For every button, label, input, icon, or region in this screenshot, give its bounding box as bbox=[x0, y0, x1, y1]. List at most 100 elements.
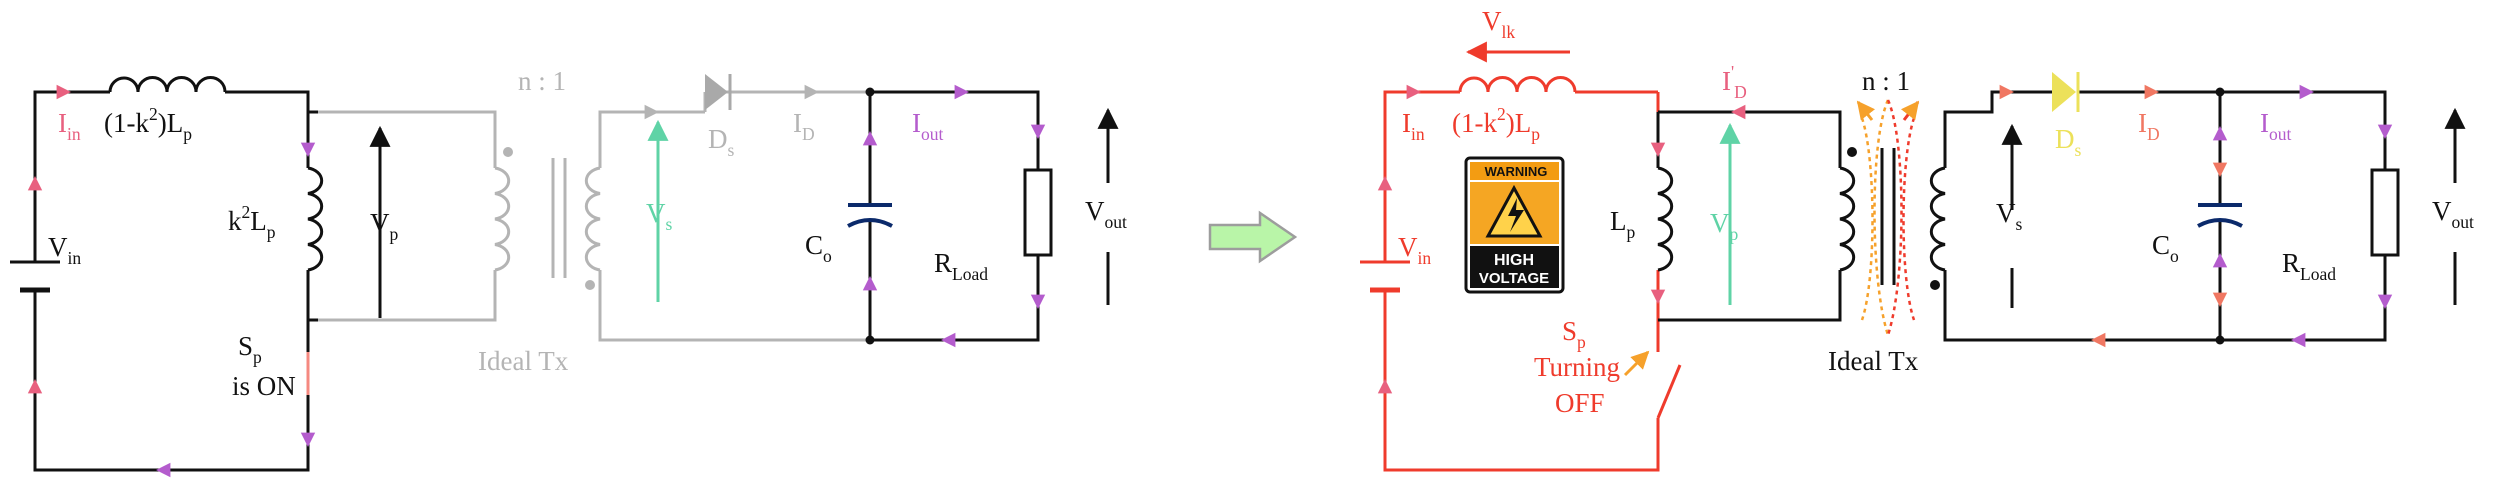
left-arrow-iout-top bbox=[954, 84, 969, 100]
left-arrow-ind-top bbox=[300, 142, 316, 157]
left-ds-label-main: D bbox=[708, 124, 728, 154]
left-co-label-main: C bbox=[805, 230, 823, 260]
left-battery bbox=[10, 260, 60, 293]
left-tx-label: Ideal Tx bbox=[478, 346, 569, 376]
left-node-bottom bbox=[865, 335, 875, 345]
left-leak-ind-label: (1-k2)Lp bbox=[104, 104, 192, 144]
right-id-label-main: I bbox=[2138, 108, 2147, 138]
right-node-bottom bbox=[2215, 335, 2225, 345]
left-capacitor bbox=[847, 203, 893, 228]
left-vout-label-sub: out bbox=[1105, 212, 1128, 232]
right-lp-label-sub: p bbox=[1627, 222, 1636, 242]
right-rload-label-sub: Load bbox=[2300, 264, 2336, 284]
left-iin-label: Iin bbox=[58, 108, 81, 144]
right-vout-label-main: V bbox=[2432, 196, 2452, 226]
left-mag-ind-label: k2Lp bbox=[228, 202, 276, 242]
right-sp-label-main: S bbox=[1562, 316, 1577, 346]
left-sp-label-main: S bbox=[238, 331, 253, 361]
right-vlk-label-main: V bbox=[1482, 6, 1502, 36]
left-tx-primary-coil bbox=[494, 166, 511, 272]
right-capacitor bbox=[2197, 203, 2243, 228]
left-load-resistor bbox=[1023, 168, 1053, 257]
right-arrow-iin-side bbox=[1377, 176, 1393, 191]
left-leak-ind-label-sub: p bbox=[183, 124, 192, 144]
left-tx-secondary-coil bbox=[584, 166, 601, 272]
left-vs-label-main: V bbox=[646, 198, 666, 228]
right-idp-label-sub: D bbox=[1734, 82, 1747, 102]
left-primary-wires bbox=[33, 90, 318, 472]
left-arrow-bat-bottom bbox=[27, 379, 43, 394]
left-rload-label-main: R bbox=[934, 248, 952, 278]
left-iin-label-main: I bbox=[58, 108, 67, 138]
right-vs-label-main: V bbox=[1996, 198, 2016, 228]
left-leak-ind-label-sup: 2 bbox=[149, 104, 158, 124]
left-vp-label: Vp bbox=[370, 208, 399, 244]
right-co-label: Co bbox=[2152, 230, 2179, 266]
right-rload-label-main: R bbox=[2282, 248, 2300, 278]
right-vout-label-sub: out bbox=[2452, 212, 2475, 232]
right-arrow-ind-top bbox=[1650, 142, 1666, 157]
left-leakage-inductor bbox=[108, 76, 227, 93]
right-id-label-sub: D bbox=[2147, 124, 2160, 144]
warning-header-text: WARNING bbox=[1485, 164, 1548, 179]
right-sp-label: Sp bbox=[1562, 316, 1586, 352]
left-mag-ind-label-mid: L bbox=[250, 206, 267, 236]
left-arrow-iin-top bbox=[56, 84, 71, 100]
left-vs-label: Vs bbox=[646, 198, 673, 234]
left-id-label: ID bbox=[793, 108, 815, 144]
right-vp-label: Vp bbox=[1710, 208, 1739, 244]
left-diode bbox=[705, 74, 732, 110]
right-rload-label: RLoad bbox=[2282, 248, 2336, 284]
warning-line1-text: HIGH bbox=[1494, 252, 1534, 269]
left-arrow-bottom-wire bbox=[156, 462, 171, 478]
left-arrow-r-top bbox=[1030, 124, 1046, 139]
left-iout-label-sub: out bbox=[921, 124, 944, 144]
left-leak-ind-label-pre: (1-k bbox=[104, 108, 149, 138]
right-leak-ind-label: (1-k2)Lp bbox=[1452, 104, 1540, 144]
left-current-arrows bbox=[27, 84, 1046, 478]
right-battery bbox=[1360, 260, 1410, 293]
left-circuit bbox=[10, 74, 1119, 478]
left-tx-dot-primary bbox=[503, 147, 513, 157]
left-magnetizing-inductor bbox=[307, 166, 324, 272]
left-vp-label-sub: p bbox=[390, 224, 399, 244]
left-arrow-sec-top bbox=[644, 104, 659, 120]
right-iout-label-main: I bbox=[2260, 108, 2269, 138]
left-gray-wires bbox=[318, 110, 497, 322]
left-secondary-wires bbox=[598, 90, 870, 342]
left-iout-label: Iout bbox=[912, 108, 944, 144]
left-output-wires bbox=[868, 90, 1040, 342]
right-iout-label-sub: out bbox=[2269, 124, 2292, 144]
left-rload-label: RLoad bbox=[934, 248, 988, 284]
right-arrow-cap-top-down bbox=[2212, 162, 2228, 177]
left-iout-label-main: I bbox=[912, 108, 921, 138]
left-ratio-label: n : 1 bbox=[518, 66, 566, 96]
left-id-label-sub: D bbox=[802, 124, 815, 144]
warning-line2-text: VOLTAGE bbox=[1479, 270, 1549, 287]
right-ds-label-main: D bbox=[2055, 124, 2075, 154]
right-vlk-label-sub: lk bbox=[1502, 22, 1516, 42]
left-arrow-diode-out bbox=[804, 84, 819, 100]
right-co-label-sub: o bbox=[2170, 246, 2179, 266]
right-tx-dot-primary bbox=[1847, 147, 1857, 157]
left-rload-label-sub: Load bbox=[952, 264, 988, 284]
left-co-label: Co bbox=[805, 230, 832, 266]
right-lp-label: Lp bbox=[1610, 206, 1636, 242]
left-co-label-sub: o bbox=[823, 246, 832, 266]
right-vout-label: Vout bbox=[2432, 196, 2474, 232]
right-arrow-sec-top bbox=[1999, 84, 2014, 100]
right-vlk-label: Vlk bbox=[1482, 6, 1515, 42]
right-tx-core bbox=[1880, 148, 1896, 285]
left-ds-label: Ds bbox=[708, 124, 735, 160]
left-leak-ind-label-mid: )L bbox=[158, 108, 183, 138]
right-arrow-cap-bottom-down bbox=[2212, 292, 2228, 307]
right-arrow-id bbox=[2144, 84, 2159, 100]
right-tx-secondary-coil bbox=[1929, 166, 1946, 272]
left-arrow-cap-bottom bbox=[862, 276, 878, 291]
right-iin-label: Iin bbox=[1402, 108, 1425, 144]
left-arrow-r-bottom bbox=[1030, 294, 1046, 309]
right-ds-label-sub: s bbox=[2075, 140, 2082, 160]
left-vp-label-main: V bbox=[370, 208, 390, 238]
left-vin-label-main: V bbox=[48, 232, 68, 262]
